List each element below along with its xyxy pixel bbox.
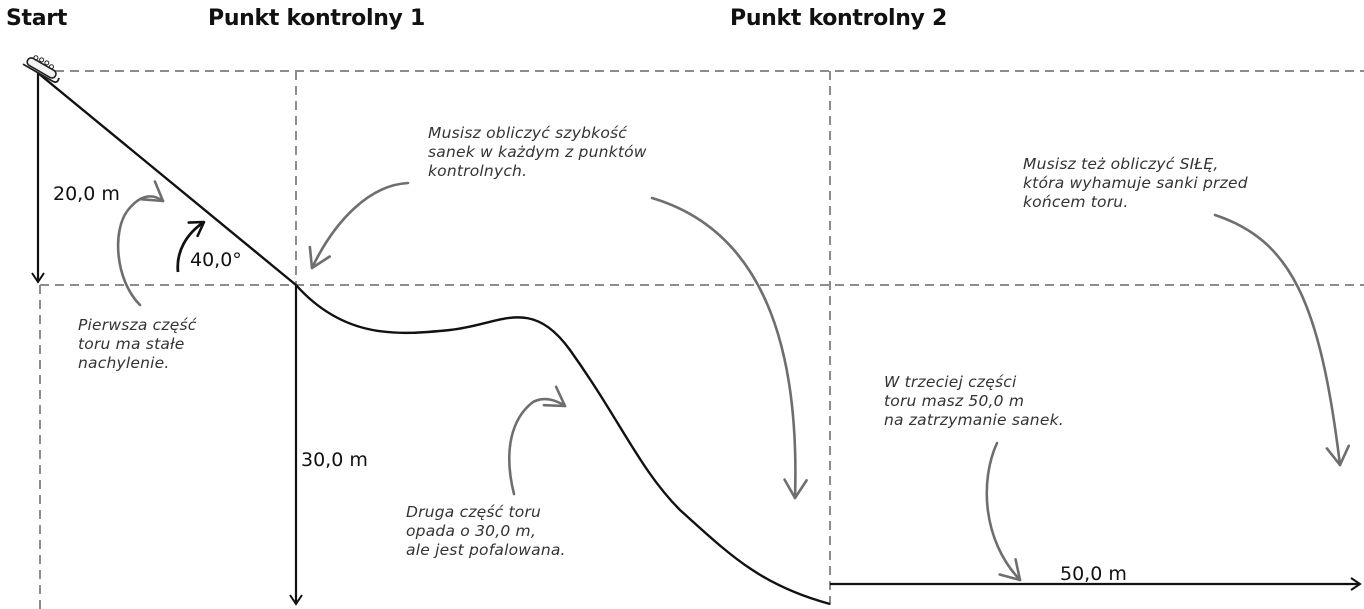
note-second-section: Druga część toru opada o 30,0 m, ale jes…: [406, 503, 566, 559]
angle-label: 40,0°: [190, 249, 242, 271]
checkpoint1-label: Punkt kontrolny 1: [208, 6, 425, 31]
angle-arc: [176, 220, 206, 273]
note-speed: Musisz obliczyć szybkość sanek w każdym …: [428, 124, 647, 180]
callout-arrow-first-section: [116, 180, 165, 307]
note-third-section: W trzeciej części toru masz 50,0 m na za…: [884, 373, 1064, 429]
note-first-section: Pierwsza część toru ma stałe nachylenie.: [78, 316, 197, 372]
callout-arrow-speed-to-checkpoint1: [308, 181, 410, 270]
callout-arrow-force: [1213, 213, 1351, 467]
drop1-label: 20,0 m: [53, 183, 120, 205]
track-slope-section: [37, 72, 297, 286]
drop2-label: 30,0 m: [301, 449, 368, 471]
checkpoint2-label: Punkt kontrolny 2: [730, 6, 947, 31]
callout-arrow-second-section: [508, 385, 567, 496]
sled-icon: [22, 55, 60, 83]
note-force: Musisz też obliczyć SIŁĘ, która wyhamuje…: [1023, 155, 1248, 211]
callout-arrow-third-section: [985, 441, 1022, 582]
stopping-distance-label: 50,0 m: [1060, 563, 1127, 585]
dashed-grid: [39, 70, 1364, 609]
callout-arrow-speed-to-checkpoint2: [650, 196, 808, 500]
start-label: Start: [6, 6, 68, 31]
track-wavy-section: [295, 284, 831, 606]
